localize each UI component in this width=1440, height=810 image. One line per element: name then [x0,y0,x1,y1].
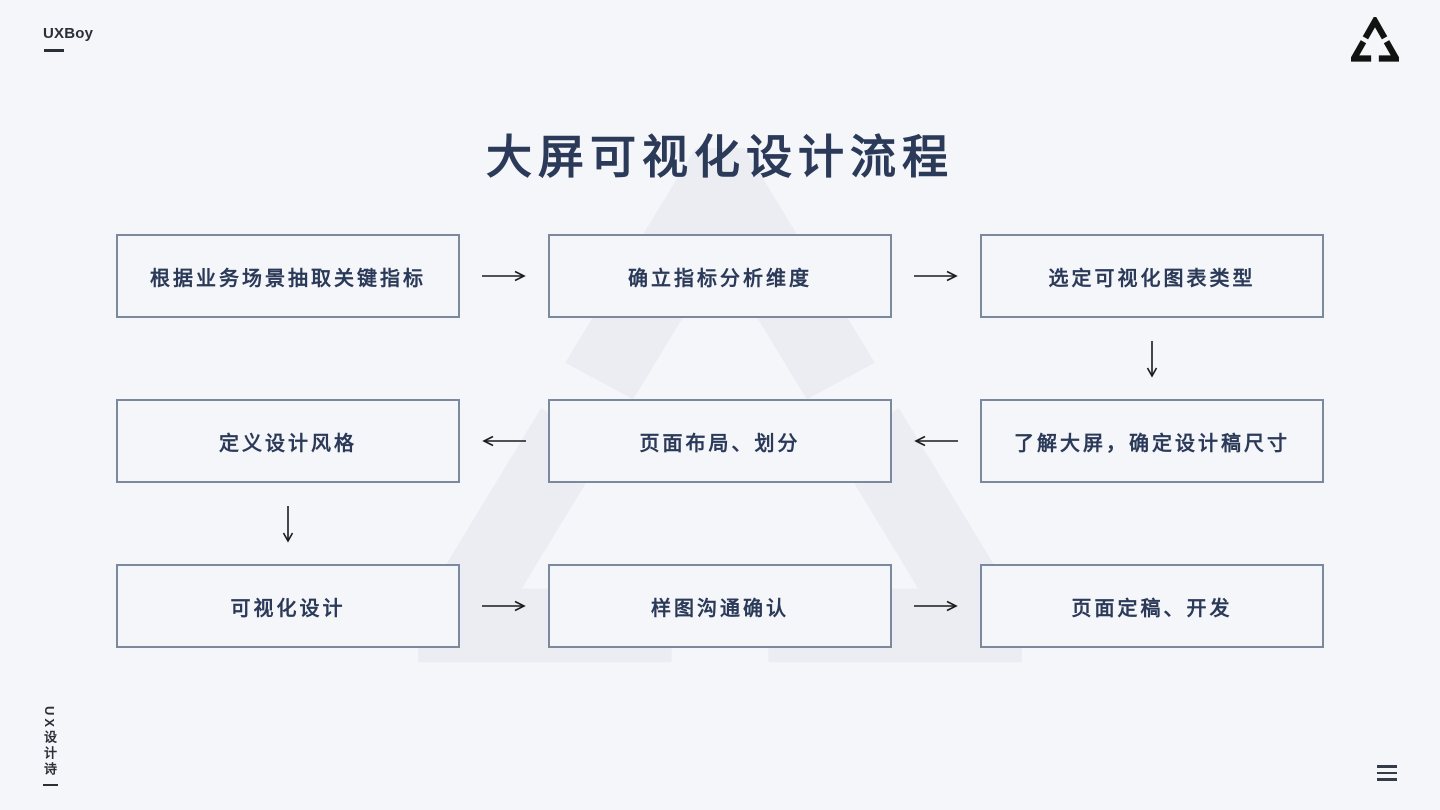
brand-dash [44,49,64,52]
flow-step-define-design-style: 定义设计风格 [116,399,460,483]
arrow-right-icon [460,564,548,648]
side-dash [43,784,58,786]
arrow-left-icon [460,399,548,483]
flow-step-sample-confirmation: 样图沟通确认 [548,564,892,648]
flow-step-extract-key-metrics: 根据业务场景抽取关键指标 [116,234,460,318]
side-vertical-label: UX设计诗 [42,706,57,779]
flow-step-understand-screen-size: 了解大屏，确定设计稿尺寸 [980,399,1324,483]
arrow-down-icon [980,318,1324,399]
arrow-down-icon [116,483,460,564]
arrow-right-icon [460,234,548,318]
page-title: 大屏可视化设计流程 [486,130,954,183]
arrow-right-icon [892,564,980,648]
flowchart: 根据业务场景抽取关键指标 确立指标分析维度 选定可视化图表类型 定义设计风格 页… [116,234,1324,648]
flow-step-visualization-design: 可视化设计 [116,564,460,648]
flow-step-page-layout-division: 页面布局、划分 [548,399,892,483]
triangle-logo-icon [1351,17,1399,62]
hamburger-menu-icon[interactable] [1377,765,1397,781]
brand-logo-text: UXBoy [43,25,94,42]
arrow-left-icon [892,399,980,483]
flow-step-finalize-develop: 页面定稿、开发 [980,564,1324,648]
flow-step-define-analysis-dimensions: 确立指标分析维度 [548,234,892,318]
flow-step-select-chart-types: 选定可视化图表类型 [980,234,1324,318]
arrow-right-icon [892,234,980,318]
